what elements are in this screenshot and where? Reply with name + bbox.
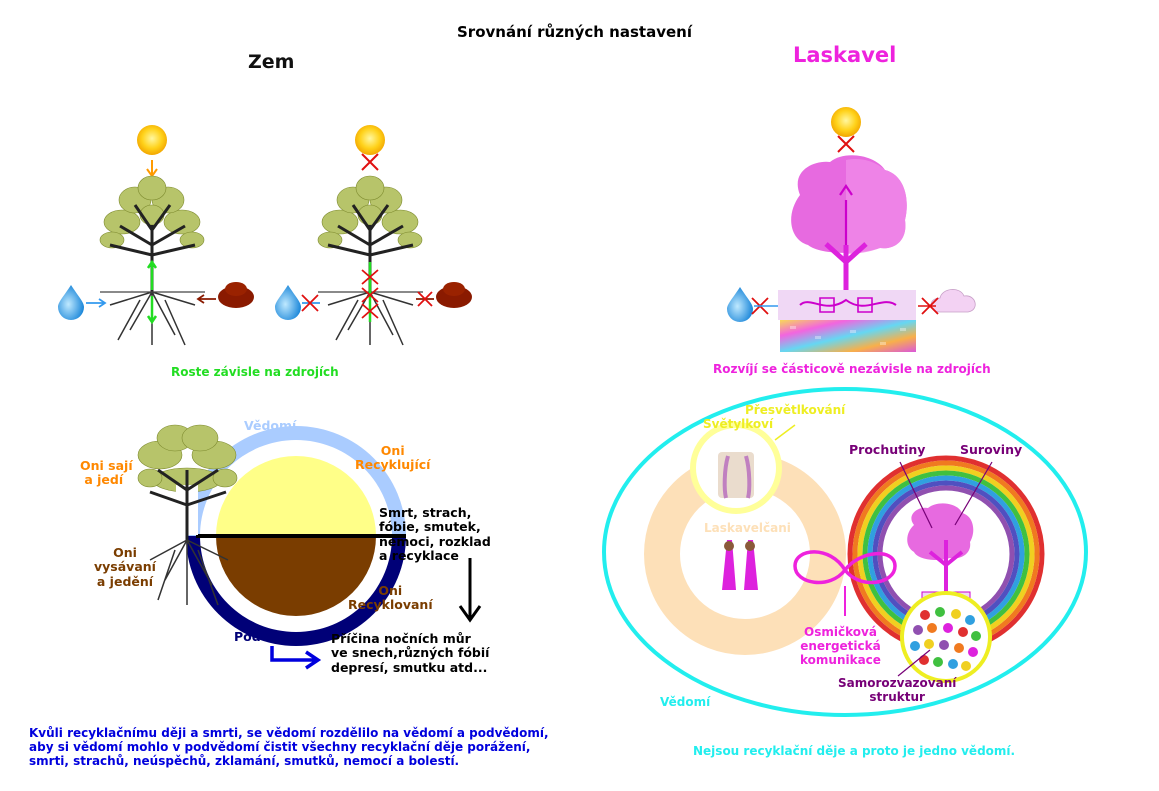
- label-laskavelcani: Laskavelčani: [704, 521, 791, 535]
- caption-roste: Roste závisle na zdrojích: [171, 365, 339, 379]
- figure-eight-loop: [793, 550, 897, 585]
- particle-cluster: [910, 607, 981, 671]
- laskavel-tree: [727, 107, 976, 352]
- label-presvetlkovani: Přesvětlkování: [745, 403, 846, 417]
- label-osmickova: Osmičková energetická komunikace: [800, 625, 881, 667]
- page-title: Srovnání různých nastavení: [457, 23, 692, 41]
- water-drop-icon: [275, 285, 301, 320]
- cloud-icon: [930, 289, 976, 313]
- water-drop-icon: [727, 287, 753, 322]
- label-vedomi-left: Vědomí: [244, 418, 297, 433]
- label-svetylkovi: Světylkoví: [703, 417, 774, 431]
- water-drop-icon: [58, 285, 84, 320]
- consciousness-split-diagram: [137, 424, 482, 670]
- label-pricina: Příčina nočních můr ve snech,různých fób…: [331, 631, 490, 675]
- tree-earth-2: [275, 125, 472, 346]
- single-consciousness-diagram: [602, 387, 1088, 717]
- label-oni-recyklovani: Oni Recyklovaní: [348, 583, 433, 613]
- label-vedomi-right: Vědomí: [660, 695, 711, 709]
- heading-zem: Zem: [248, 51, 295, 73]
- heading-laskavel: Laskavel: [793, 43, 897, 67]
- caption-rozviji: Rozvíjí se částicově nezávisle na zdrojí…: [713, 362, 991, 376]
- label-samorozvazovani: Samorozvazovaní struktur: [838, 676, 957, 704]
- laskavelcani-figures: [722, 540, 758, 590]
- footer-right: Nejsou recyklační děje a proto je jedno …: [693, 744, 1016, 758]
- sun-icon: [137, 125, 167, 155]
- sun-icon: [355, 125, 385, 155]
- footer-left: Kvůli recyklačnímu ději a smrti, se vědo…: [29, 726, 549, 768]
- label-oni-vysavani: Oni vysávaní a jedění: [94, 545, 156, 589]
- sun-icon: [831, 107, 861, 137]
- label-smrt-strach: Smrt, strach, fóbie, smutek, nemoci, roz…: [379, 505, 491, 564]
- label-podvedomi: Podvědomí: [234, 629, 313, 644]
- label-oni-saji: Oni sají a jedí: [80, 458, 133, 488]
- label-oni-recyklujici: Oni Recyklující: [355, 443, 431, 473]
- label-prochutiny: Prochutiny: [849, 442, 926, 457]
- label-suroviny: Suroviny: [960, 442, 1023, 457]
- cross-icon: [361, 153, 379, 171]
- tree-earth-1: [58, 125, 254, 346]
